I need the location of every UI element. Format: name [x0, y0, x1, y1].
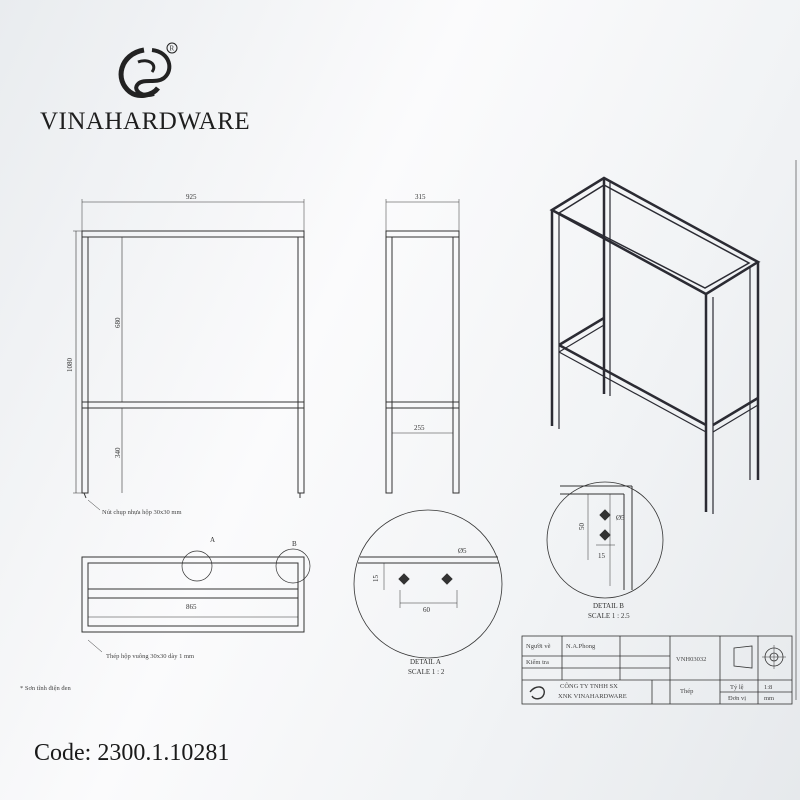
tb-unit-label: Đơn vị	[728, 695, 746, 702]
detail-a-dim-60: 60	[423, 606, 431, 614]
detail-b-view	[546, 481, 664, 599]
brand-name: VINAHARDWARE	[40, 108, 251, 135]
dim-side-width: 315	[415, 193, 426, 201]
dim-front-upper: 680	[114, 317, 122, 328]
tb-unit-value: mm	[764, 695, 774, 702]
tb-company-line2: XNK VINAHARDWARE	[558, 693, 627, 700]
product-code: Code: 2300.1.10281	[34, 740, 230, 766]
vinahardware-logo: R	[118, 42, 178, 98]
detail-b-callout: B	[292, 540, 297, 548]
dim-front-lower: 340	[114, 447, 122, 458]
projection-cone-icon	[733, 645, 753, 669]
dim-top-inner: 865	[186, 603, 197, 611]
detail-b-dim-15: 15	[598, 552, 606, 560]
dim-front-height: 1080	[66, 358, 74, 373]
tb-company-line1: CÔNG TY TNHH SX	[560, 682, 618, 690]
company-logo-icon	[529, 686, 545, 700]
top-view	[81, 548, 311, 653]
side-view	[385, 199, 460, 494]
dim-front-width: 925	[186, 193, 197, 201]
title-block	[521, 635, 793, 705]
tb-drawing-no: VNH03032	[676, 656, 706, 663]
detail-a-callout: A	[210, 536, 215, 544]
tb-drawn-by: N.A.Phong	[566, 643, 596, 650]
tb-drawn-by-label: Người vẽ	[526, 643, 551, 650]
isometric-view	[549, 176, 761, 514]
detail-b-dim-50: 50	[578, 523, 586, 531]
tb-checked-label: Kiểm tra	[526, 659, 549, 666]
cap-note: Nút chụp nhựa hộp 30x30 mm	[102, 509, 182, 516]
detail-b-scale: SCALE 1 : 2.5	[588, 612, 630, 620]
tb-scale-label: Tỷ lệ	[730, 684, 744, 691]
tb-material: Thép	[680, 688, 693, 695]
detail-a-scale: SCALE 1 : 2	[408, 668, 445, 676]
detail-b-hole-dim-text: Ø5	[616, 514, 625, 522]
dim-side-inner: 255	[414, 424, 425, 432]
detail-a-view	[353, 509, 503, 659]
front-view	[73, 199, 305, 511]
detail-a-hole-dim: Ø5	[458, 547, 467, 555]
detail-b-title: DETAIL B	[593, 602, 624, 610]
registered-mark: R	[170, 45, 175, 53]
detail-a-dim-15: 15	[372, 575, 380, 583]
paint-note: * Sơn tĩnh điện đen	[20, 685, 71, 692]
detail-a-title: DETAIL A	[410, 658, 441, 666]
tube-note: Thép hộp vuông 30x30 dày 1 mm	[106, 653, 194, 660]
tb-scale-value: 1:8	[764, 684, 772, 691]
